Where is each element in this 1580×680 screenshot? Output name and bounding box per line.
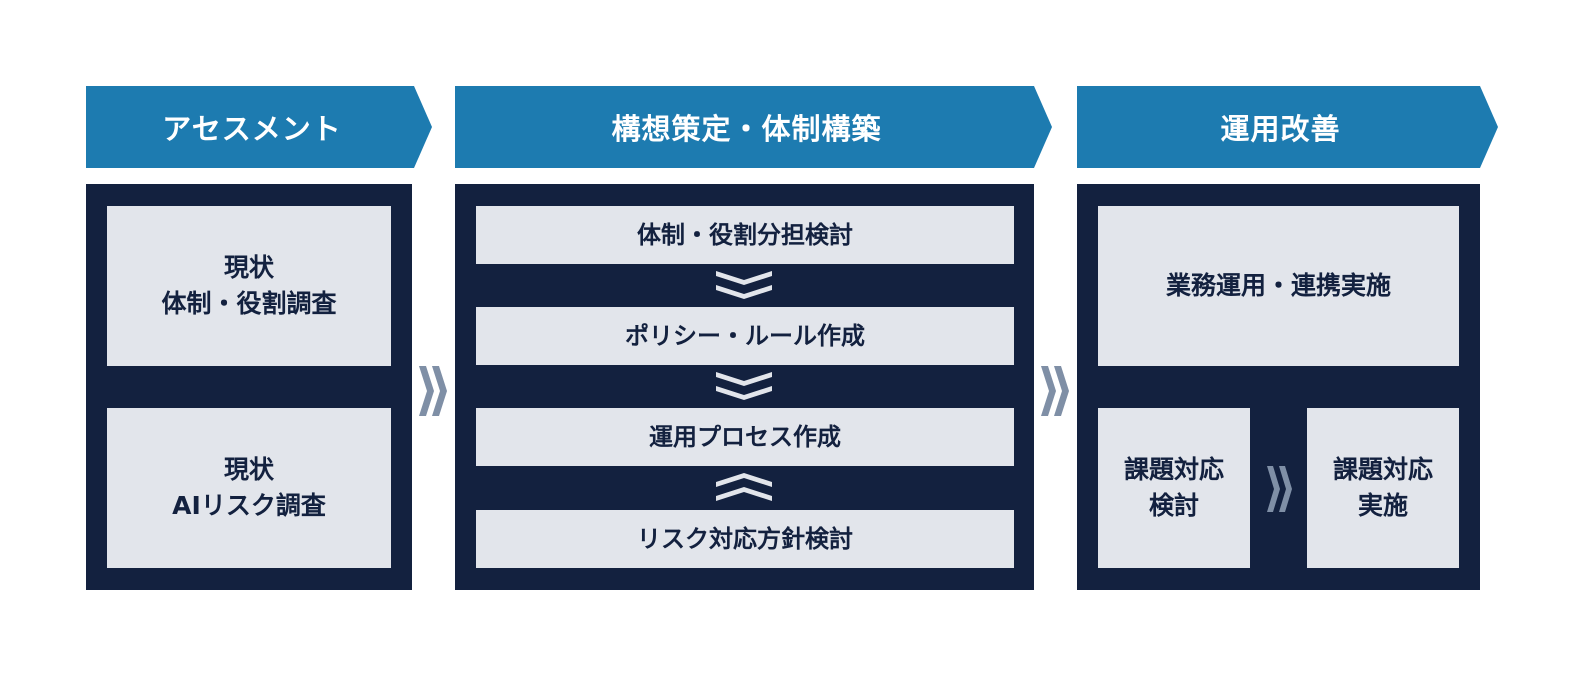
phase-header-assessment-shape (86, 86, 432, 168)
chevron-up-icon (716, 473, 772, 501)
phase-panel-design: 体制・役割分担検討 ポリシー・ルール作成 運用プロセス作成 リスク対応方針検討 (455, 184, 1034, 590)
design-step-policy: ポリシー・ルール作成 (476, 307, 1014, 365)
phase-header-operation: 運用改善 (1220, 112, 1341, 146)
phase-header-design-shape (455, 86, 1052, 168)
design-step-process: 運用プロセス作成 (476, 408, 1014, 466)
chevron-down-icon (716, 372, 772, 400)
chevron-down-icon (716, 271, 772, 299)
phase-header-assessment: アセスメント (162, 112, 342, 146)
assessment-card-structure: 現状 体制・役割調査 (107, 206, 391, 366)
assessment-card-ai-risk: 現状 AIリスク調査 (107, 408, 391, 568)
double-chevron-right-icon (1267, 466, 1292, 512)
operation-card-main: 業務運用・連携実施 (1098, 206, 1459, 366)
operation-card-issue-implement: 課題対応 実施 (1307, 408, 1459, 568)
operation-card-issue-review: 課題対応 検討 (1098, 408, 1250, 568)
double-chevron-right-icon (1041, 366, 1069, 416)
phase-header-operation-shape (1077, 86, 1498, 168)
design-step-risk-policy: リスク対応方針検討 (476, 510, 1014, 568)
design-step-roles: 体制・役割分担検討 (476, 206, 1014, 264)
phase-panel-operation: 業務運用・連携実施 課題対応 検討 課題対応 実施 (1077, 184, 1480, 590)
double-chevron-right-icon (419, 366, 447, 416)
phase-panel-assessment: 現状 体制・役割調査 現状 AIリスク調査 (86, 184, 412, 590)
phase-header-design: 構想策定・体制構築 (611, 112, 882, 146)
